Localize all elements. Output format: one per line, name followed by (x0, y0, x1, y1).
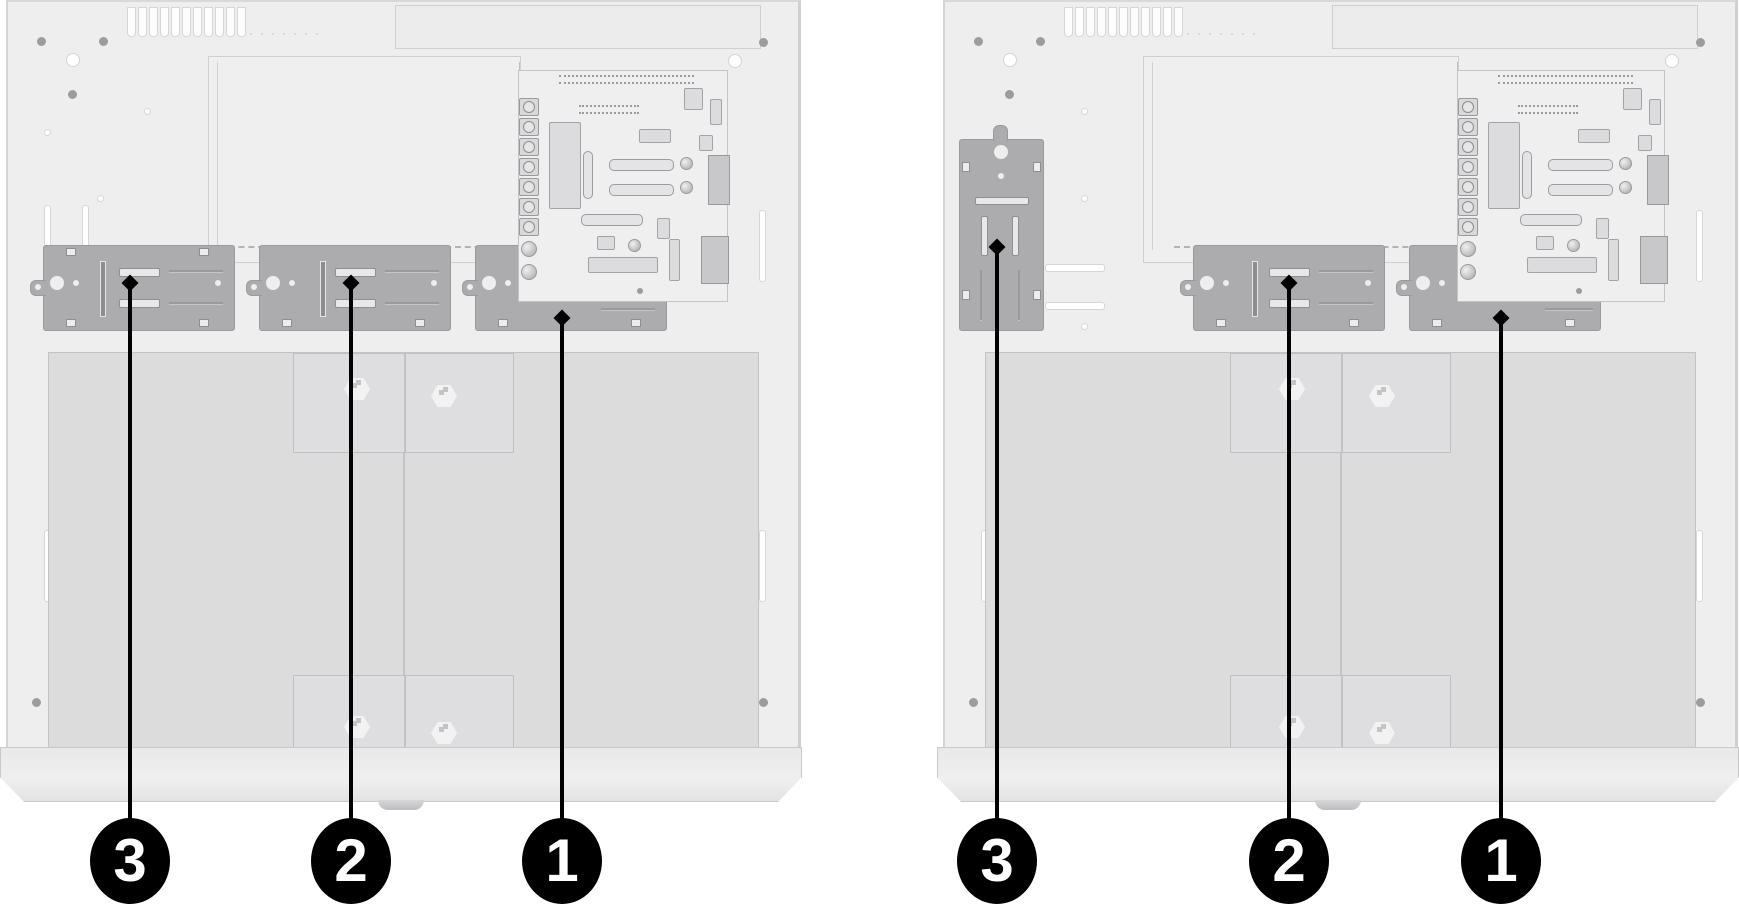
enclosure-foot (1315, 800, 1361, 810)
control-circuit-board (1457, 70, 1669, 302)
control-circuit-board (518, 70, 730, 302)
pin-hole (144, 108, 151, 115)
mounting-hole (1036, 37, 1045, 46)
wire-slot (1045, 302, 1105, 310)
side-slot (759, 210, 766, 282)
right-enclosure-view (937, 0, 1739, 810)
enclosure-back-panel (6, 0, 801, 752)
mounting-bracket-2 (246, 245, 451, 331)
left-enclosure-view (0, 0, 802, 810)
mounting-hole (1005, 90, 1014, 99)
mounting-hole (37, 37, 46, 46)
battery-tray-right (1341, 352, 1696, 751)
mounting-hole (1696, 38, 1705, 47)
hex-nut (1369, 722, 1395, 744)
hex-nut (1369, 385, 1395, 407)
knockout-hole (66, 53, 80, 67)
pin-hole (1081, 323, 1088, 330)
bracket-top-ear (993, 125, 1008, 141)
callout-badge-2: 2 (311, 818, 391, 904)
battery-tray-left (985, 352, 1342, 751)
callout-badge-3: 3 (957, 818, 1037, 904)
leader-line-1 (560, 318, 564, 828)
wire-slot (1045, 264, 1105, 272)
side-slot (759, 530, 766, 602)
top-cover-plate (1332, 5, 1698, 49)
mounting-bracket-3-vertical (959, 139, 1044, 331)
hex-nut (431, 385, 457, 407)
knockout-hole (728, 54, 742, 68)
callout-badge-1: 1 (1461, 818, 1541, 904)
hex-nut (431, 722, 457, 744)
battery-tray-right (404, 352, 759, 751)
leader-line-2 (1287, 283, 1291, 828)
leader-line-2 (349, 283, 353, 828)
power-supply-plate (208, 56, 521, 263)
mounting-hole (759, 698, 768, 707)
mounting-hole (99, 37, 108, 46)
knockout-hole (1003, 53, 1017, 67)
pin-hole (1081, 195, 1088, 202)
top-cover-plate (395, 5, 761, 49)
wire-slot (44, 205, 51, 247)
mounting-hole (68, 90, 77, 99)
side-slot (1696, 210, 1703, 282)
mounting-hole (969, 698, 978, 707)
wire-slot (82, 205, 89, 247)
mounting-hole (759, 38, 768, 47)
callout-badge-1: 1 (522, 818, 602, 904)
side-slot (1696, 530, 1703, 602)
leader-line-3 (995, 247, 999, 828)
mounting-bracket-3 (30, 245, 235, 331)
mounting-hole (32, 698, 41, 707)
leader-line-3 (128, 283, 132, 828)
pin-hole (97, 195, 104, 202)
front-lip (937, 747, 1739, 802)
pin-hole (1081, 108, 1088, 115)
leader-line-1 (1499, 318, 1503, 828)
mounting-hole (1696, 698, 1705, 707)
power-supply-plate (1143, 56, 1459, 263)
enclosure-back-panel (943, 0, 1738, 752)
front-lip (0, 747, 802, 802)
enclosure-foot (378, 800, 424, 810)
knockout-hole (1665, 54, 1679, 68)
mounting-hole (974, 37, 983, 46)
callout-badge-3: 3 (90, 818, 170, 904)
callout-badge-2: 2 (1249, 818, 1329, 904)
pin-hole (44, 129, 51, 136)
